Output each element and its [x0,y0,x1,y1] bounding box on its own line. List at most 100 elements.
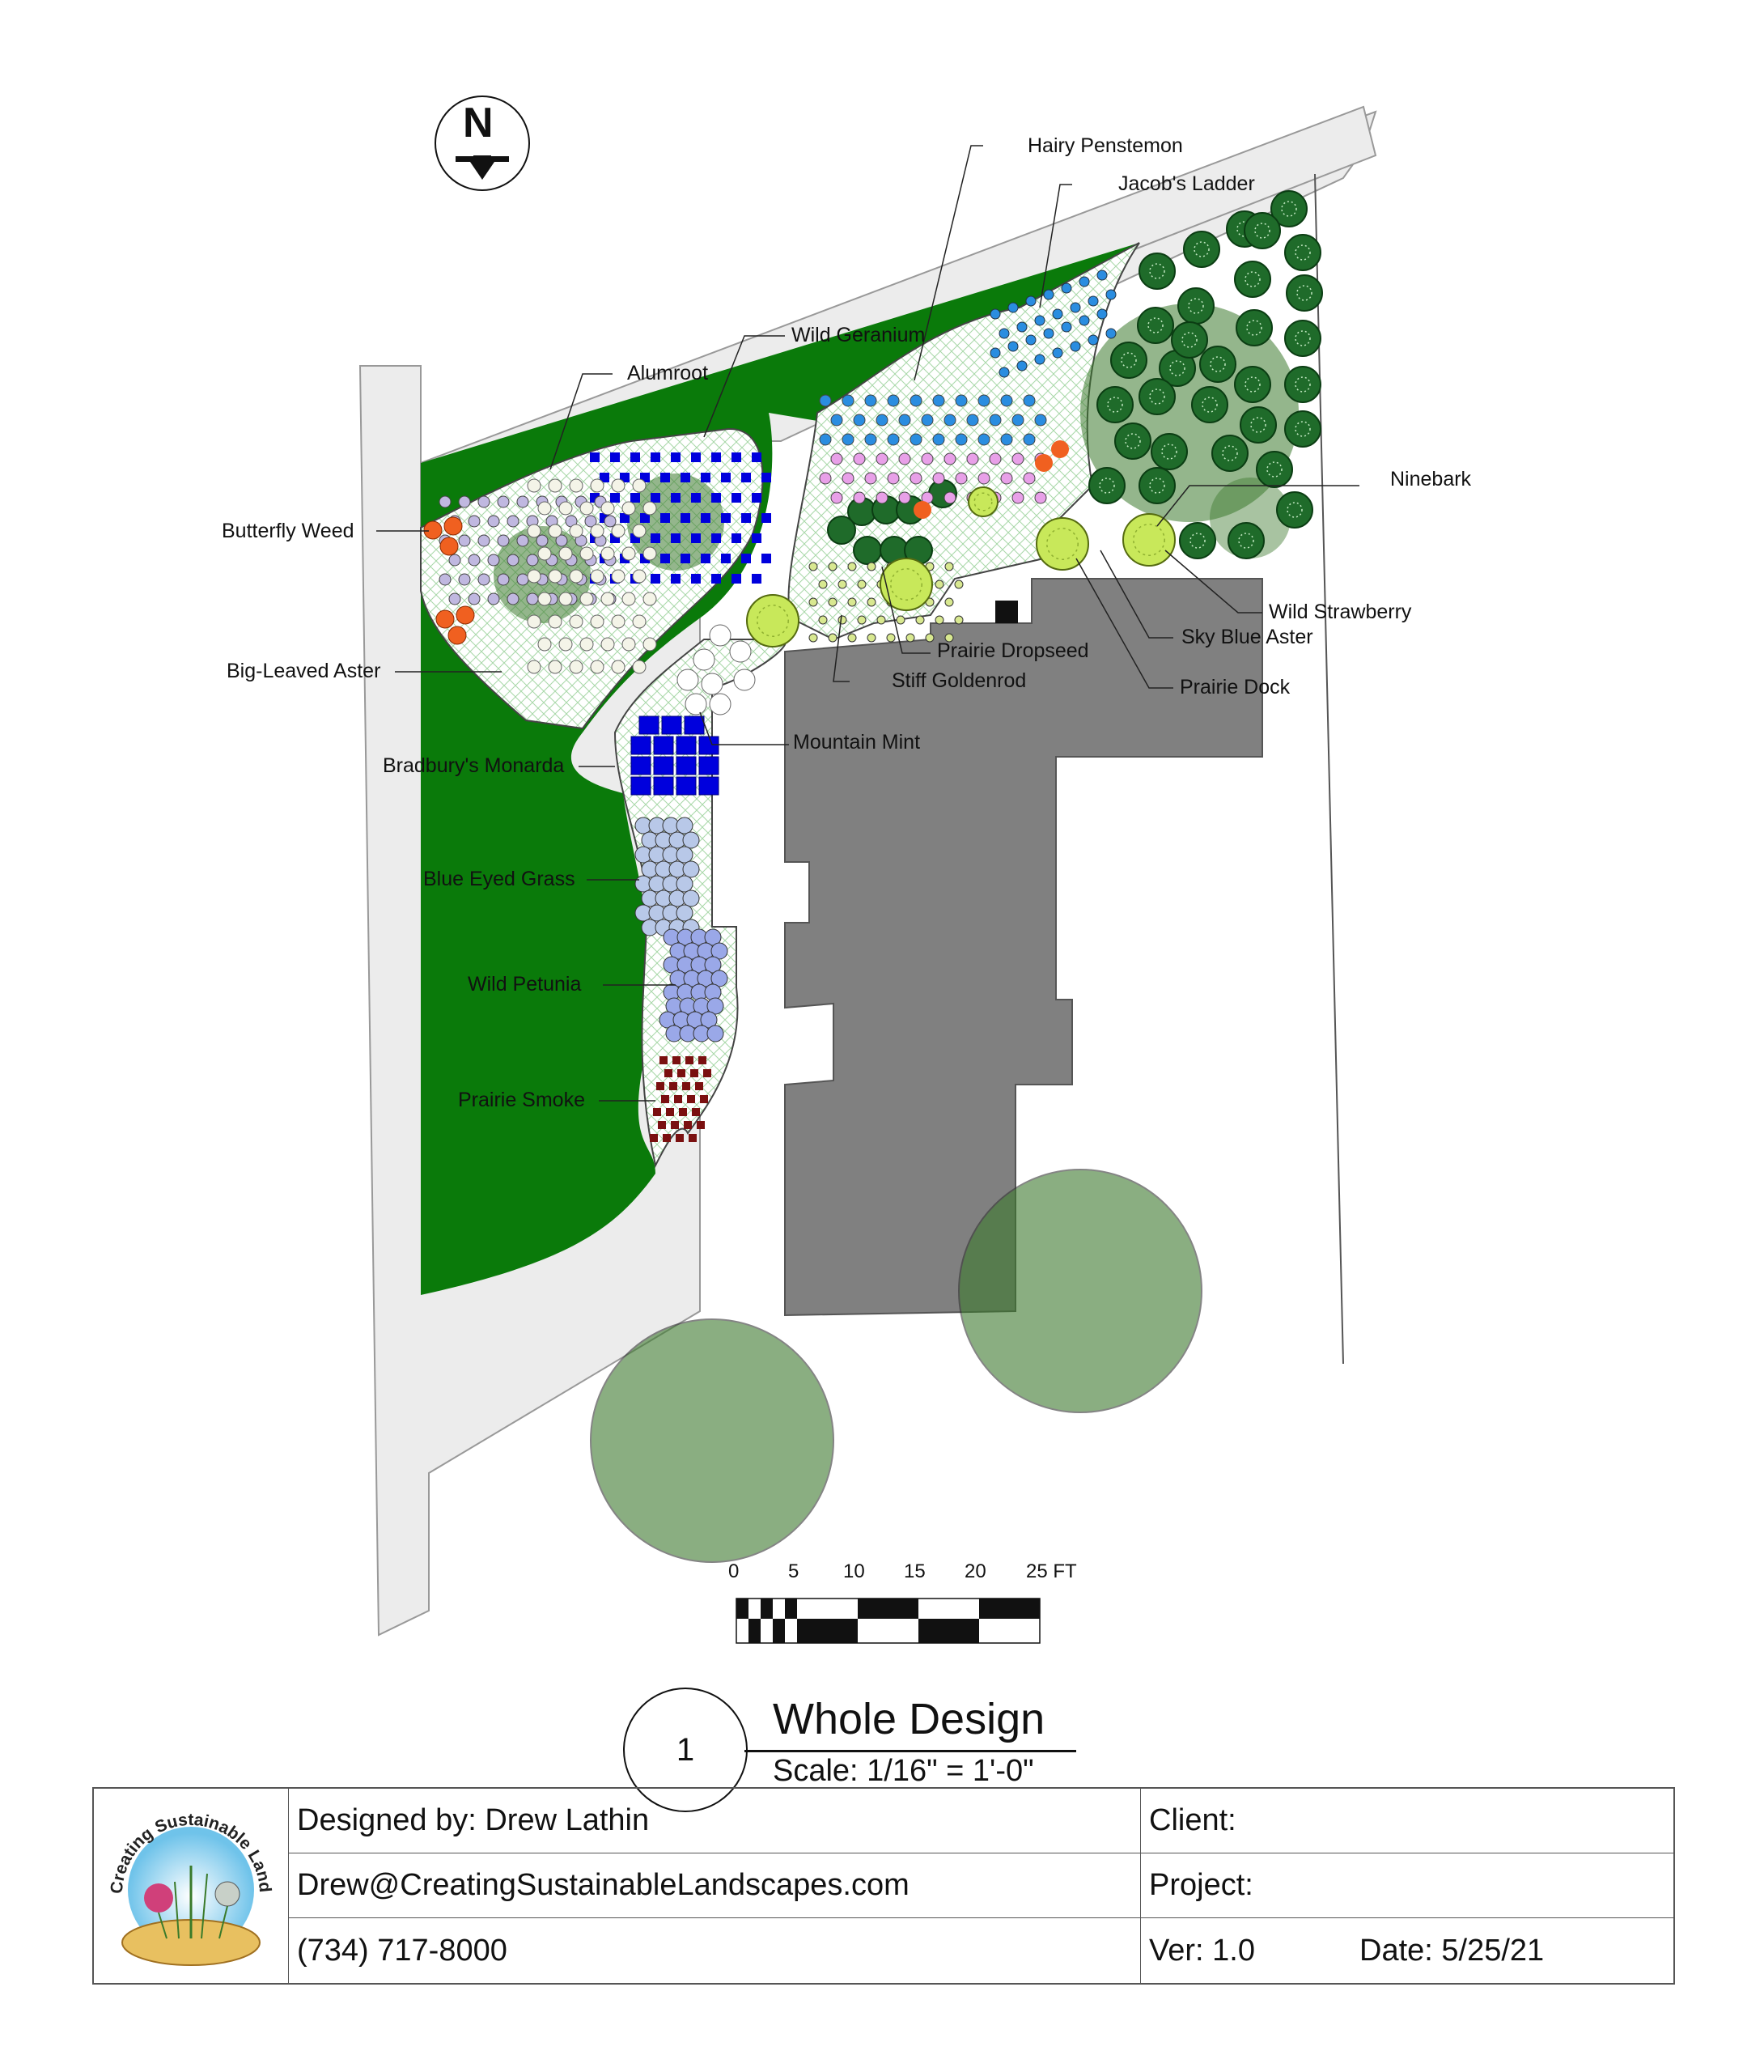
mountain-mint [701,673,723,695]
shrub-detail [1295,330,1311,346]
house-footprint [784,578,1263,1317]
jacobs-ladder [955,394,968,407]
shrub-detail [1245,376,1261,393]
blue-eyed-grass [676,846,693,864]
alumroot [527,614,541,629]
wild-geranium [651,574,660,584]
wild-geranium [701,473,710,482]
label-ninebark: Ninebark [1390,468,1472,490]
ninebark-shrub [1151,433,1188,470]
wild-geranium [741,554,751,563]
hairy-penstemon [1034,491,1047,504]
big-leaved-aster [448,554,461,567]
jacobs-ladder [910,433,922,446]
alumroot [632,569,647,584]
wild-geranium [651,452,660,462]
title-block: Creating Sustainable Landscapes Designed… [92,1787,1675,1985]
jacobs-ladder [1025,334,1037,346]
version-date-row: Ver: 1.0 Date: 5/25/21 [1140,1918,1673,1983]
alumroot [527,524,541,538]
shrub-detail [1133,524,1165,556]
shrub-detail [1295,421,1311,437]
jacobs-ladder [1105,289,1117,300]
bradburys-monarda [653,756,674,775]
shrub-detail [1202,397,1218,413]
wild-geranium [711,452,721,462]
ninebark-shrub [1191,386,1228,423]
prairie-smoke [687,1095,695,1103]
shrub-detail [1266,461,1283,478]
ninebark-shrub [1244,212,1281,249]
jacobs-ladder [864,394,877,407]
big-leaved-aster [497,534,510,547]
wild-geranium [711,493,721,503]
alumroot [600,637,615,652]
prairie-dropseed [867,633,876,643]
jacobs-ladder [1007,341,1019,352]
hairy-penstemon [1011,491,1024,504]
prairie-dropseed [915,615,925,625]
wild-strawberry [1122,513,1176,567]
scale-tick-25: 25 FT [1026,1560,1077,1582]
hairy-penstemon [864,472,877,485]
prairie-dropseed [925,633,935,643]
prairie-dropseed [876,615,886,625]
client-field: Client: [1140,1789,1673,1853]
ninebark-shrub [1177,287,1215,325]
hairy-penstemon [943,452,956,465]
prairie-smoke [669,1082,677,1090]
bradburys-monarda [698,736,719,755]
wild-geranium [691,574,701,584]
scale-tick-0: 0 [728,1560,740,1582]
ninebark-shrub [1096,386,1134,423]
prairie-dropseed [905,633,915,643]
wild-geranium [731,493,741,503]
tree-canopy [590,1318,834,1563]
alumroot [558,546,573,561]
bradburys-monarda [653,776,674,796]
prairie-smoke [684,1121,692,1129]
ninebark-shrub [1284,366,1321,403]
jacobs-ladder [1079,276,1090,287]
version-field: Ver: 1.0 [1149,1933,1255,1968]
north-arrow [435,96,530,191]
label-blue-eyed-grass: Blue Eyed Grass [423,868,575,890]
jacobs-ladder [1016,321,1028,333]
shrub-detail [1246,320,1262,336]
wild-geranium [671,452,681,462]
big-leaved-aster [584,515,597,528]
blue-eyed-grass [676,904,693,922]
butterfly-weed [435,609,455,629]
alumroot [611,478,625,493]
big-leaved-aster [477,573,490,586]
alumroot [632,478,647,493]
big-leaved-aster [507,592,519,605]
label-prairie-dock: Prairie Dock [1180,676,1291,698]
wild-petunia [704,956,722,974]
prairie-smoke [664,1069,672,1077]
jacobs-ladder [1070,341,1081,352]
shrub-detail [1245,271,1261,287]
big-leaved-aster [507,554,519,567]
prairie-dropseed [808,633,818,643]
bradburys-monarda [698,756,719,775]
big-leaved-aster [477,495,490,508]
title-rule [744,1750,1076,1752]
wild-geranium [721,473,731,482]
jacobs-ladder [989,414,1002,427]
alumroot [590,478,604,493]
butterfly-weed [914,501,931,519]
bradburys-monarda [661,715,682,735]
alumroot [642,592,657,606]
drawing-number: 1 [623,1688,748,1812]
alumroot [632,524,647,538]
ninebark-shrub [1284,234,1321,271]
wild-geranium [731,574,741,584]
prairie-dropseed [857,615,867,625]
wild-geranium [731,533,741,543]
ninebark-shrub [1234,261,1271,298]
ninebark-shrub [1110,342,1147,379]
wild-geranium [701,554,710,563]
wild-geranium [681,513,690,523]
jacobs-ladder [990,347,1001,359]
